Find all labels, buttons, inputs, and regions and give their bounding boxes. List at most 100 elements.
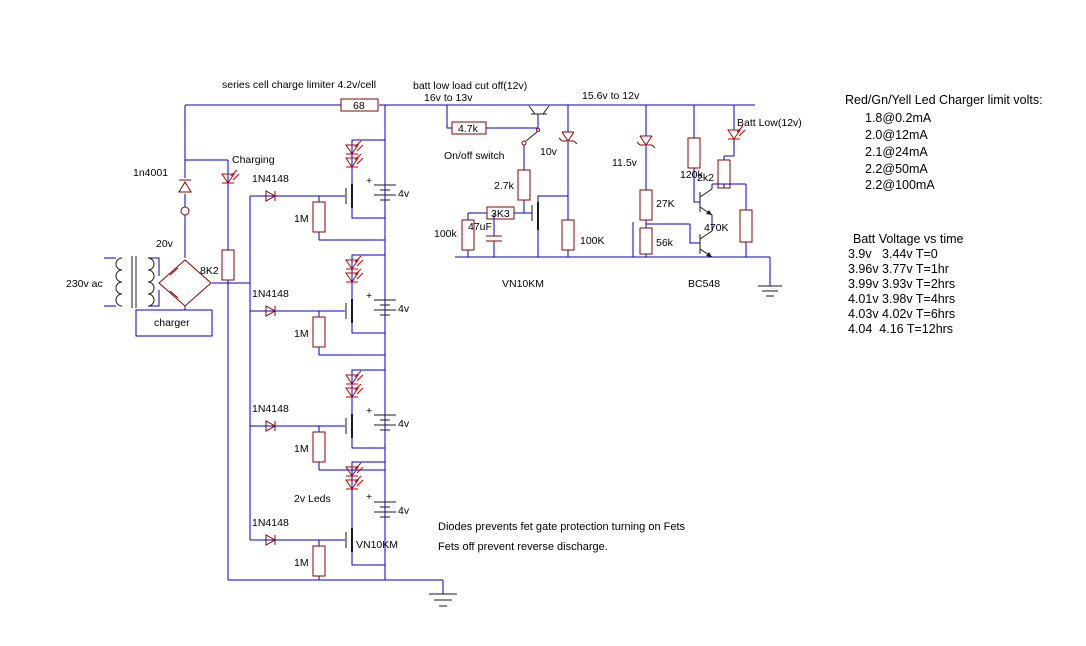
fuse-circle-symbol [180, 206, 190, 216]
label-56k: 56k [656, 237, 673, 249]
transistor-cutoff-pnp [528, 105, 550, 115]
resistor-1m-cell1 [312, 201, 326, 233]
cell4-wires [250, 461, 385, 580]
switch-pivot [521, 140, 527, 146]
label-2v-leds: 2v Leds [294, 493, 331, 505]
resistor-100k-b [561, 219, 575, 251]
resistor-27k [639, 189, 653, 221]
transistor-bc548-upper-arrow [706, 210, 712, 215]
capacitor-47uf-symbol [486, 235, 502, 242]
diode-1n4001-symbol [178, 179, 192, 193]
label-1n4001: 1n4001 [133, 167, 169, 179]
label-bc548: BC548 [688, 278, 721, 290]
led-pair-cell4-icon [345, 462, 364, 490]
diode-1n4148-cell1 [265, 190, 277, 202]
label-led-limit-row: 2.2@50mA [865, 162, 928, 176]
label-47uf: 47uF [468, 221, 492, 233]
label-10v: 10v [540, 146, 557, 158]
label-8k2: 8K2 [200, 265, 219, 277]
cell1-wires [250, 139, 385, 241]
label-onoff-switch: On/off switch [444, 150, 505, 162]
led-pair-cell3-icon [345, 370, 364, 398]
bridge-rectifier-symbol [158, 259, 212, 307]
label-470k: 470K [704, 222, 729, 234]
label-series-title: series cell charge limiter 4.2v/cell [222, 79, 377, 91]
label-1n4148-2: 1N4148 [252, 288, 289, 300]
indicator-wires [632, 105, 771, 286]
led-charging-icon [221, 169, 240, 184]
label-led-limit-row: 2.1@24mA [865, 145, 928, 159]
label-4v-3: 4v [398, 418, 410, 430]
transistor-bc548-lower-arrow [706, 252, 712, 257]
resistor-2k7 [517, 169, 531, 201]
resistor-68 [340, 98, 379, 112]
label-20v: 20v [156, 238, 173, 250]
transistor-bc548-upper [699, 188, 713, 216]
label-4k7: 4.7k [458, 123, 478, 135]
transformer-primary-coil [115, 257, 123, 307]
label-reg-range: 15.6v to 12v [582, 90, 640, 102]
label-1n4148-4: 1N4148 [252, 517, 289, 529]
label-11v5: 11.5v [612, 157, 637, 169]
label-1m-2: 1M [294, 328, 309, 340]
led-pair-cell1-icon [345, 140, 364, 168]
ground-left-icon [429, 593, 457, 607]
label-plus-4: + [366, 491, 373, 503]
label-100k-a: 100k [434, 228, 457, 240]
battery-cell4 [374, 501, 396, 518]
diode-1n4148-cell3 [265, 420, 277, 432]
label-1m-4: 1M [294, 557, 309, 569]
diode-1n4148-cell4 [265, 534, 277, 546]
label-3k3: 3K3 [491, 208, 510, 220]
resistor-120k [687, 137, 701, 169]
battery-cell2 [374, 299, 396, 316]
label-led-limit-row: 2.0@12mA [865, 128, 928, 142]
resistor-2k2 [717, 159, 731, 189]
cell2-wires [250, 254, 385, 356]
battery-cell1 [374, 184, 396, 201]
label-charging: Charging [232, 154, 275, 166]
resistor-8k2 [221, 249, 235, 281]
label-batt-voltage-title: Batt Voltage vs time [853, 232, 964, 246]
label-plus-3: + [366, 405, 373, 417]
label-2k7: 2.7k [494, 180, 514, 192]
resistor-1m-cell3 [312, 431, 326, 463]
components [115, 98, 782, 607]
label-2k2: 2k2 [697, 172, 714, 184]
transistor-bc548-lower [699, 230, 713, 258]
wires [104, 104, 771, 594]
zener-11v5-symbol [636, 135, 656, 149]
label-vn10km-bottom: VN10KM [356, 539, 399, 551]
label-4v-1: 4v [398, 188, 410, 200]
label-1n4148-1: 1N4148 [252, 173, 289, 185]
label-27k: 27K [656, 198, 675, 210]
resistor-470k [739, 209, 753, 243]
label-120k: 120k [680, 169, 703, 181]
led-batt-low-icon [727, 125, 746, 140]
cell3-wires [250, 369, 385, 471]
battery-cell3 [374, 414, 396, 431]
label-note-1: Diodes prevents fet gate protection turn… [438, 521, 686, 533]
label-100k-b: 100K [580, 235, 605, 247]
resistor-1m-cell2 [312, 316, 326, 348]
resistor-100k-a [461, 219, 475, 251]
label-4v-2: 4v [398, 303, 410, 315]
label-230vac: 230v ac [66, 278, 103, 290]
resistor-1m-cell4 [312, 545, 326, 577]
label-batt-voltage-row: 3.9v 3.44v T=0 [848, 247, 938, 261]
left-supply-wires [104, 105, 444, 594]
label-note-2: Fets off prevent reverse discharge. [438, 541, 608, 553]
label-4v-4: 4v [398, 505, 410, 517]
label-vn10km-mid: VN10KM [502, 278, 545, 290]
transformer-core [131, 256, 137, 308]
label-led-limits-title: Red/Gn/Yell Led Charger limit volts: [845, 93, 1043, 107]
label-led-limit-row: 1.8@0.2mA [865, 111, 932, 125]
resistor-56k [639, 227, 653, 255]
label-1n4148-3: 1N4148 [252, 403, 289, 415]
charger-box [135, 309, 213, 337]
zener-10v-symbol [558, 131, 578, 145]
led-pair-cell2-icon [345, 255, 364, 283]
switch-lever [525, 131, 538, 142]
diode-1n4148-cell2 [265, 305, 277, 317]
